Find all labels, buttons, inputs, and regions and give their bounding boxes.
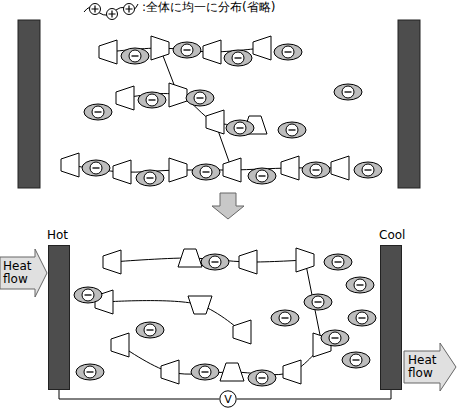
- cation: [124, 4, 135, 15]
- cation: [90, 4, 101, 15]
- polymer-segment: [178, 249, 202, 267]
- anion: [271, 310, 299, 326]
- anion: [346, 277, 374, 293]
- polymer-segment: [206, 110, 224, 134]
- anion: [136, 322, 164, 338]
- anion: [224, 50, 252, 66]
- note-text: :全体に均一に分布(省略): [142, 1, 275, 14]
- anion: [201, 254, 229, 270]
- anion: [76, 364, 104, 380]
- polymer-segment: [239, 250, 257, 274]
- meter-symbol: V: [224, 394, 232, 405]
- wire: [59, 390, 219, 399]
- polymer-segment: [283, 360, 301, 384]
- anion: [136, 170, 164, 186]
- electrode: [18, 20, 40, 188]
- anion: [226, 120, 254, 136]
- polymer-segment: [116, 86, 134, 110]
- hot-electrode: Hot: [48, 245, 70, 390]
- anion: [278, 122, 306, 138]
- electrode-label: Cool: [379, 229, 405, 242]
- wire: [237, 390, 391, 399]
- polymer-segment: [169, 83, 187, 107]
- polymer-segment: [103, 250, 121, 274]
- polymer-segment: [169, 158, 187, 182]
- polymer-segment: [161, 360, 179, 384]
- anion: [274, 44, 302, 60]
- polymer-segment: [331, 156, 349, 180]
- anion: [138, 92, 166, 108]
- anion: [354, 162, 382, 178]
- polymer-segment: [111, 333, 129, 357]
- anion: [321, 330, 349, 346]
- polymer-segment: [281, 156, 299, 180]
- polymer-segment: [151, 36, 169, 60]
- anion: [334, 84, 362, 100]
- polymer-segment: [113, 160, 131, 184]
- electrode: [398, 20, 420, 188]
- polymer-segment: [61, 153, 79, 177]
- anion: [121, 48, 149, 64]
- anion: [304, 294, 332, 310]
- electrode-label: Hot: [47, 229, 68, 242]
- polymer-segment: [203, 40, 221, 64]
- polymer-segment: [253, 36, 271, 60]
- polymer-segment: [188, 296, 212, 314]
- anion: [248, 168, 276, 184]
- anion: [82, 160, 110, 176]
- anion: [74, 287, 102, 303]
- cation: [107, 9, 118, 20]
- voltmeter: V: [219, 390, 237, 408]
- polymer-segment: [223, 158, 241, 182]
- heat-flow-label: Heat flow: [3, 260, 37, 286]
- polymer-segment: [296, 248, 314, 272]
- anion: [342, 352, 370, 368]
- heat-flow-arrow: [404, 343, 456, 391]
- polymer-segment: [233, 320, 251, 344]
- anion: [84, 104, 112, 120]
- heat-flow-arrow: [0, 249, 47, 297]
- anion: [302, 162, 330, 178]
- anion: [248, 370, 276, 386]
- anion: [191, 364, 219, 380]
- polymer-segment: [99, 40, 117, 64]
- anion: [173, 42, 201, 58]
- anion: [186, 90, 214, 106]
- cool-electrode: Cool: [380, 245, 402, 390]
- transition-arrow: [212, 193, 244, 219]
- anion: [192, 164, 220, 180]
- polymer-chain: [104, 301, 242, 332]
- anion: [324, 254, 352, 270]
- anion: [348, 310, 376, 326]
- polymer-segment: [220, 363, 244, 381]
- heat-flow-label: Heat flow: [408, 354, 442, 380]
